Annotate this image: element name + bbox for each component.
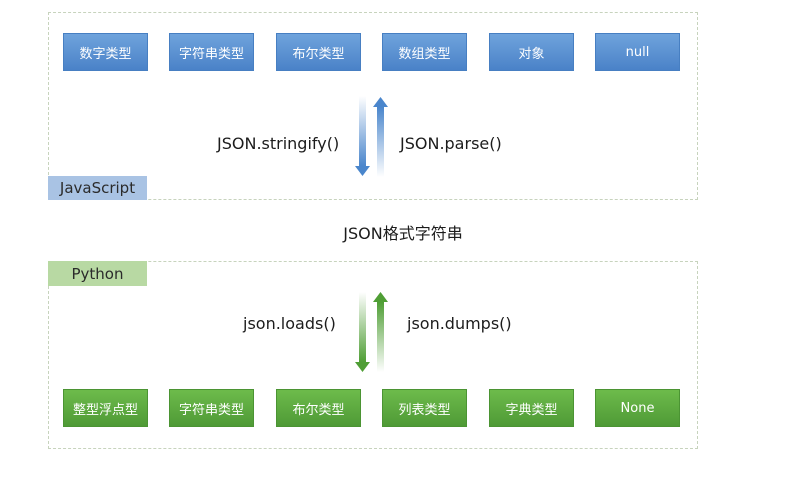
json-loads-label: json.loads() — [243, 314, 336, 333]
json-stringify-label: JSON.stringify() — [217, 134, 340, 153]
json-string-label: JSON格式字符串 — [343, 224, 463, 243]
js-type-string: 字符串类型 — [169, 33, 254, 71]
py-type-none: None — [595, 389, 680, 427]
dumps-arrow-up — [373, 292, 388, 372]
py-type-list: 列表类型 — [382, 389, 467, 427]
js-type-array: 数组类型 — [382, 33, 467, 71]
loads-arrow-down — [355, 292, 370, 372]
python-tag: Python — [48, 261, 147, 286]
javascript-tag: JavaScript — [48, 176, 147, 200]
stringify-arrow-down — [355, 96, 370, 176]
py-type-string: 字符串类型 — [169, 389, 254, 427]
json-dumps-label: json.dumps() — [407, 314, 512, 333]
python-panel — [48, 261, 698, 449]
js-type-number: 数字类型 — [63, 33, 148, 71]
js-type-null: null — [595, 33, 680, 71]
javascript-panel — [48, 12, 698, 200]
json-parse-label: JSON.parse() — [400, 134, 502, 153]
js-type-boolean: 布尔类型 — [276, 33, 361, 71]
py-type-boolean: 布尔类型 — [276, 389, 361, 427]
js-type-object: 对象 — [489, 33, 574, 71]
parse-arrow-up — [373, 97, 388, 177]
py-type-dict: 字典类型 — [489, 389, 574, 427]
py-type-int-float: 整型浮点型 — [63, 389, 148, 427]
